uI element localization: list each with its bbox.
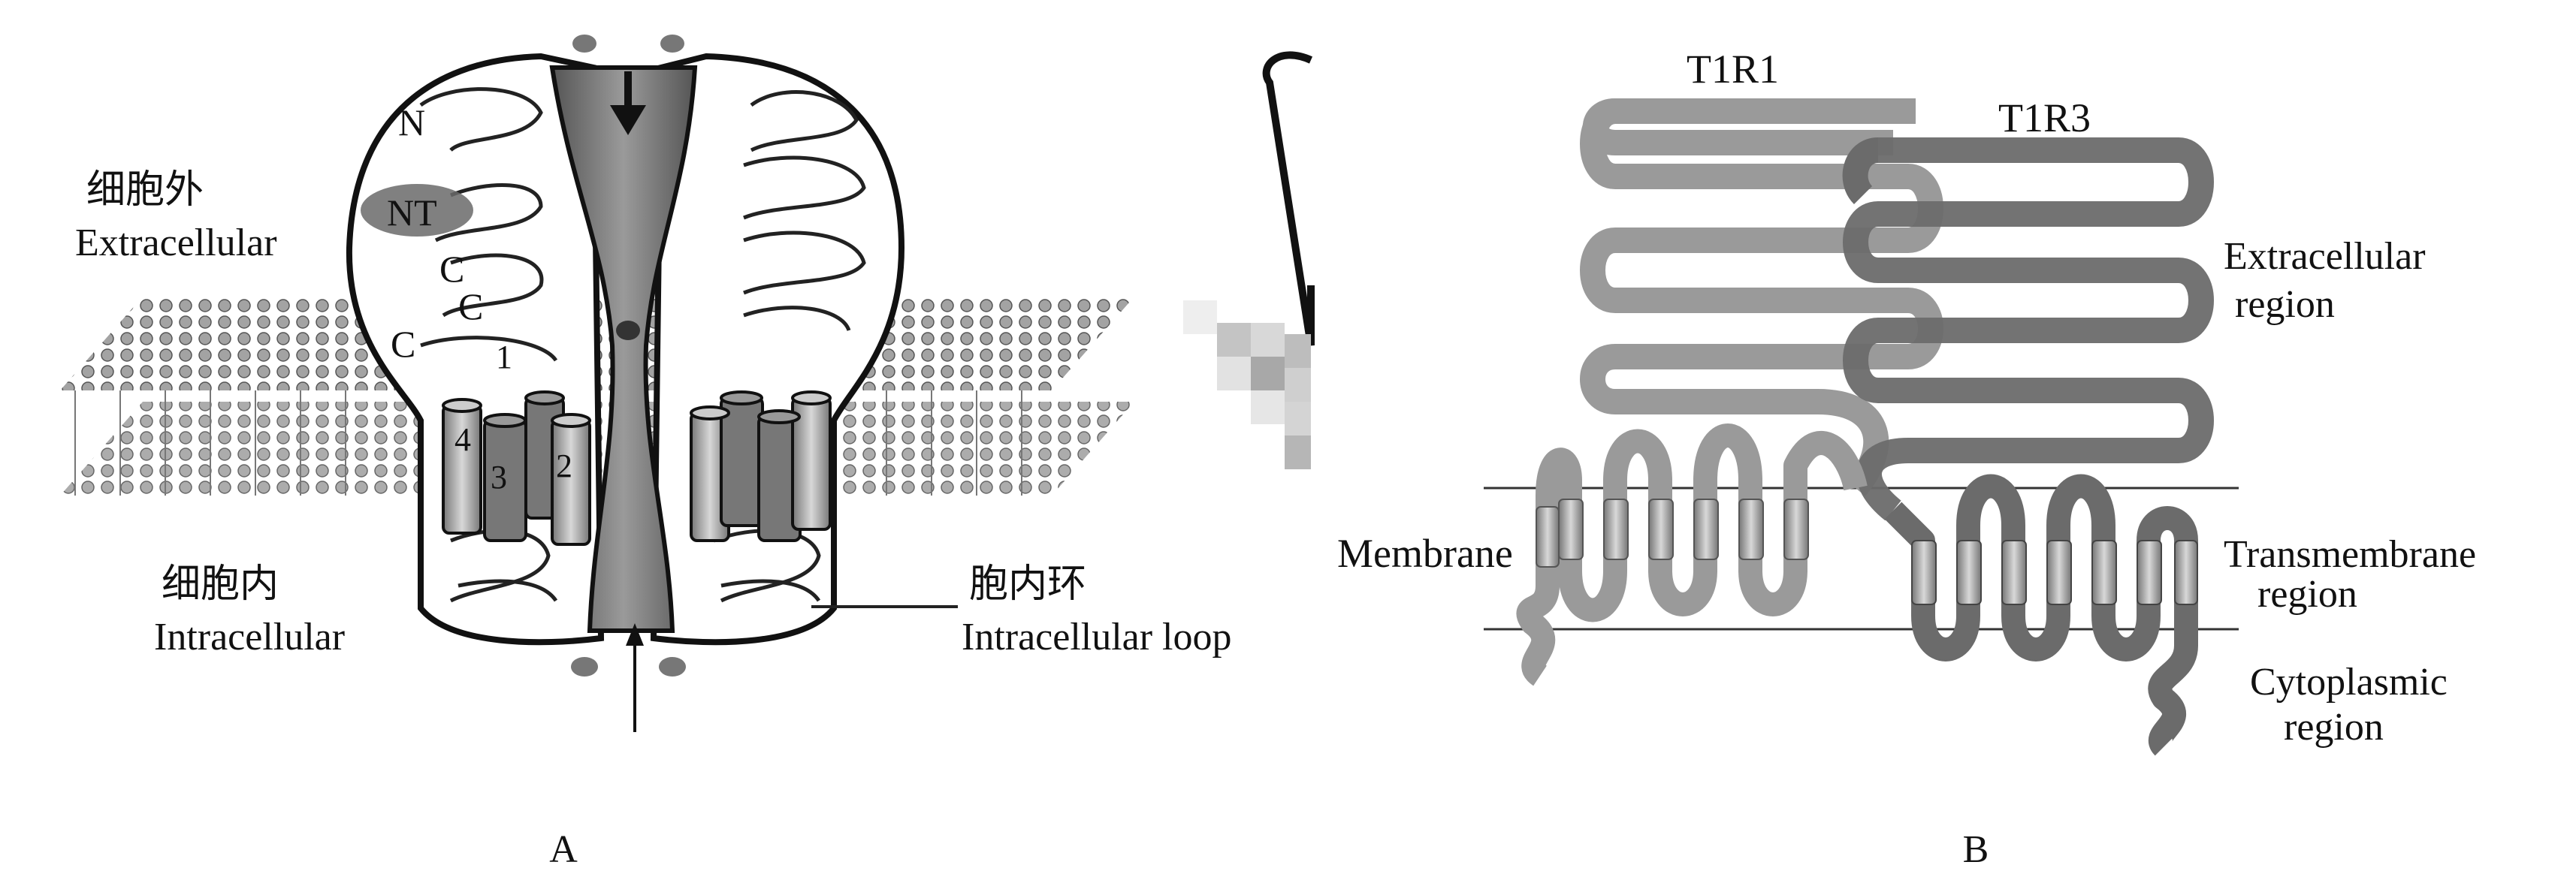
transmembrane-region-label-2: region bbox=[2257, 573, 2357, 616]
t1r3-transmembrane-domain bbox=[1884, 474, 2198, 756]
receptor-left-subunit bbox=[346, 53, 605, 646]
n-terminus-label: N bbox=[398, 101, 425, 143]
helix-2-label: 2 bbox=[556, 448, 572, 484]
loop-en-label: Intracellular loop bbox=[962, 616, 1232, 658]
c1-label: C bbox=[439, 248, 464, 290]
extracellular-cn-label: 细胞外 bbox=[86, 169, 204, 212]
extracellular-region-label-1: Extracellular bbox=[2224, 235, 2426, 278]
t1r1-transmembrane-domain bbox=[1516, 423, 1868, 686]
t1r1-extracellular-domain bbox=[1580, 98, 1943, 496]
nt-site-label: NT bbox=[387, 191, 437, 234]
left-helices bbox=[442, 390, 591, 546]
panel-b-caption: B bbox=[1963, 828, 1989, 871]
panel-b: T1R1 T1R3 Extracellular region Membrane … bbox=[1337, 47, 2476, 871]
panel-a: 细胞外 Extracellular 细胞内 Intracellular 胞内环 … bbox=[60, 35, 1315, 871]
helix-4-label: 4 bbox=[454, 421, 471, 458]
t1r3-helices bbox=[1911, 540, 2198, 605]
intracellular-en-label: Intracellular bbox=[154, 616, 345, 658]
panel-a-caption: A bbox=[549, 828, 578, 871]
t1r3-extracellular-domain bbox=[1843, 137, 2214, 521]
extracellular-region-label-2: region bbox=[2235, 283, 2335, 326]
ion-channel-pore bbox=[549, 65, 698, 633]
cytoplasmic-region-label-1: Cytoplasmic bbox=[2250, 661, 2448, 704]
helix-3-label: 3 bbox=[491, 459, 507, 496]
t1r1-label: T1R1 bbox=[1687, 47, 1779, 92]
partial-graphic-edge bbox=[1183, 51, 1315, 469]
ions-and-flow bbox=[571, 35, 686, 732]
right-extracellular-loops bbox=[713, 90, 866, 603]
loop-cn-label: 胞内环 bbox=[969, 563, 1086, 606]
c3-label: C bbox=[391, 323, 415, 365]
c2-label: C bbox=[458, 285, 483, 327]
cytoplasmic-region-label-2: region bbox=[2284, 706, 2384, 749]
transmembrane-region-label-1: Transmembrane bbox=[2224, 533, 2476, 576]
extracellular-en-label: Extracellular bbox=[75, 222, 277, 264]
t1r1-helices bbox=[1536, 499, 1809, 568]
nt-binding-site bbox=[361, 184, 473, 237]
intracellular-cn-label: 细胞内 bbox=[162, 563, 279, 606]
right-helices bbox=[690, 390, 832, 542]
t1r3-label: T1R3 bbox=[1998, 95, 2091, 140]
helix-1-label: 1 bbox=[496, 339, 512, 375]
membrane-label: Membrane bbox=[1337, 531, 1513, 576]
